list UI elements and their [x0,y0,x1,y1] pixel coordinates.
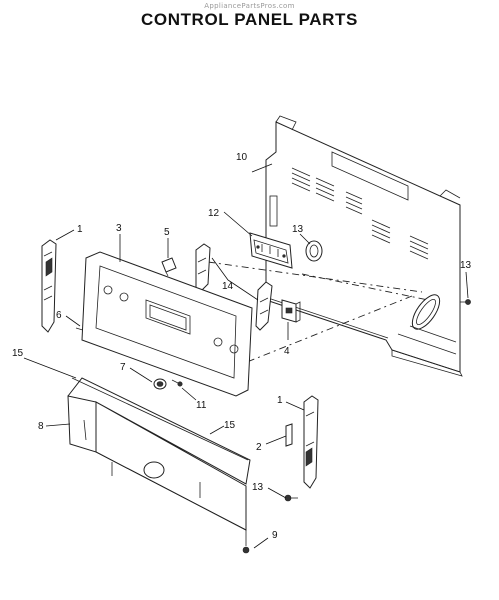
vent-louvers-left [291,167,363,215]
screw-11 [171,379,183,387]
switch [281,299,301,323]
screw-9 [242,528,250,554]
board-knob [305,240,323,262]
callout-8: 8 [38,421,44,432]
callout-15-lower: 15 [224,420,236,431]
lower-panel [67,377,251,531]
callout-10: 10 [236,152,248,163]
callout-13-lower: 13 [252,482,264,493]
callout-2: 2 [256,442,262,453]
callout-15-upper: 15 [12,348,24,359]
spring-clip [285,423,293,447]
knob-7 [153,378,167,390]
callouts: 1 3 5 6 15 7 8 11 15 10 12 13 14 4 13 1 … [12,152,472,541]
screw-13-lower [284,494,298,502]
callout-1-right: 1 [277,395,283,406]
rear-panel [265,115,463,377]
bracket-lower [255,281,273,331]
callout-7: 7 [120,362,126,373]
end-cap-right [303,395,319,489]
callout-14: 14 [222,281,234,292]
callout-13-right: 13 [460,260,472,271]
callout-6: 6 [56,310,62,321]
assembly-lines [207,261,429,369]
vent-louvers-right [371,219,429,260]
watermark: AppliancePartsPros.com [204,2,295,10]
electronic-control-board [249,232,293,269]
callout-12: 12 [208,208,220,219]
end-cap-left [41,239,57,333]
callout-1-left: 1 [77,224,83,235]
callout-11: 11 [196,400,207,411]
callout-5: 5 [164,227,170,238]
callout-4: 4 [284,346,290,357]
leader-lines [23,163,469,549]
control-panel-console [81,251,253,397]
screw-13-right [460,299,471,305]
bracket-upper [195,243,211,293]
diagram-title: CONTROL PANEL PARTS [141,10,358,29]
callout-9: 9 [272,530,278,541]
callout-3: 3 [116,223,122,234]
clip [161,257,177,277]
callout-13-board: 13 [292,224,304,235]
